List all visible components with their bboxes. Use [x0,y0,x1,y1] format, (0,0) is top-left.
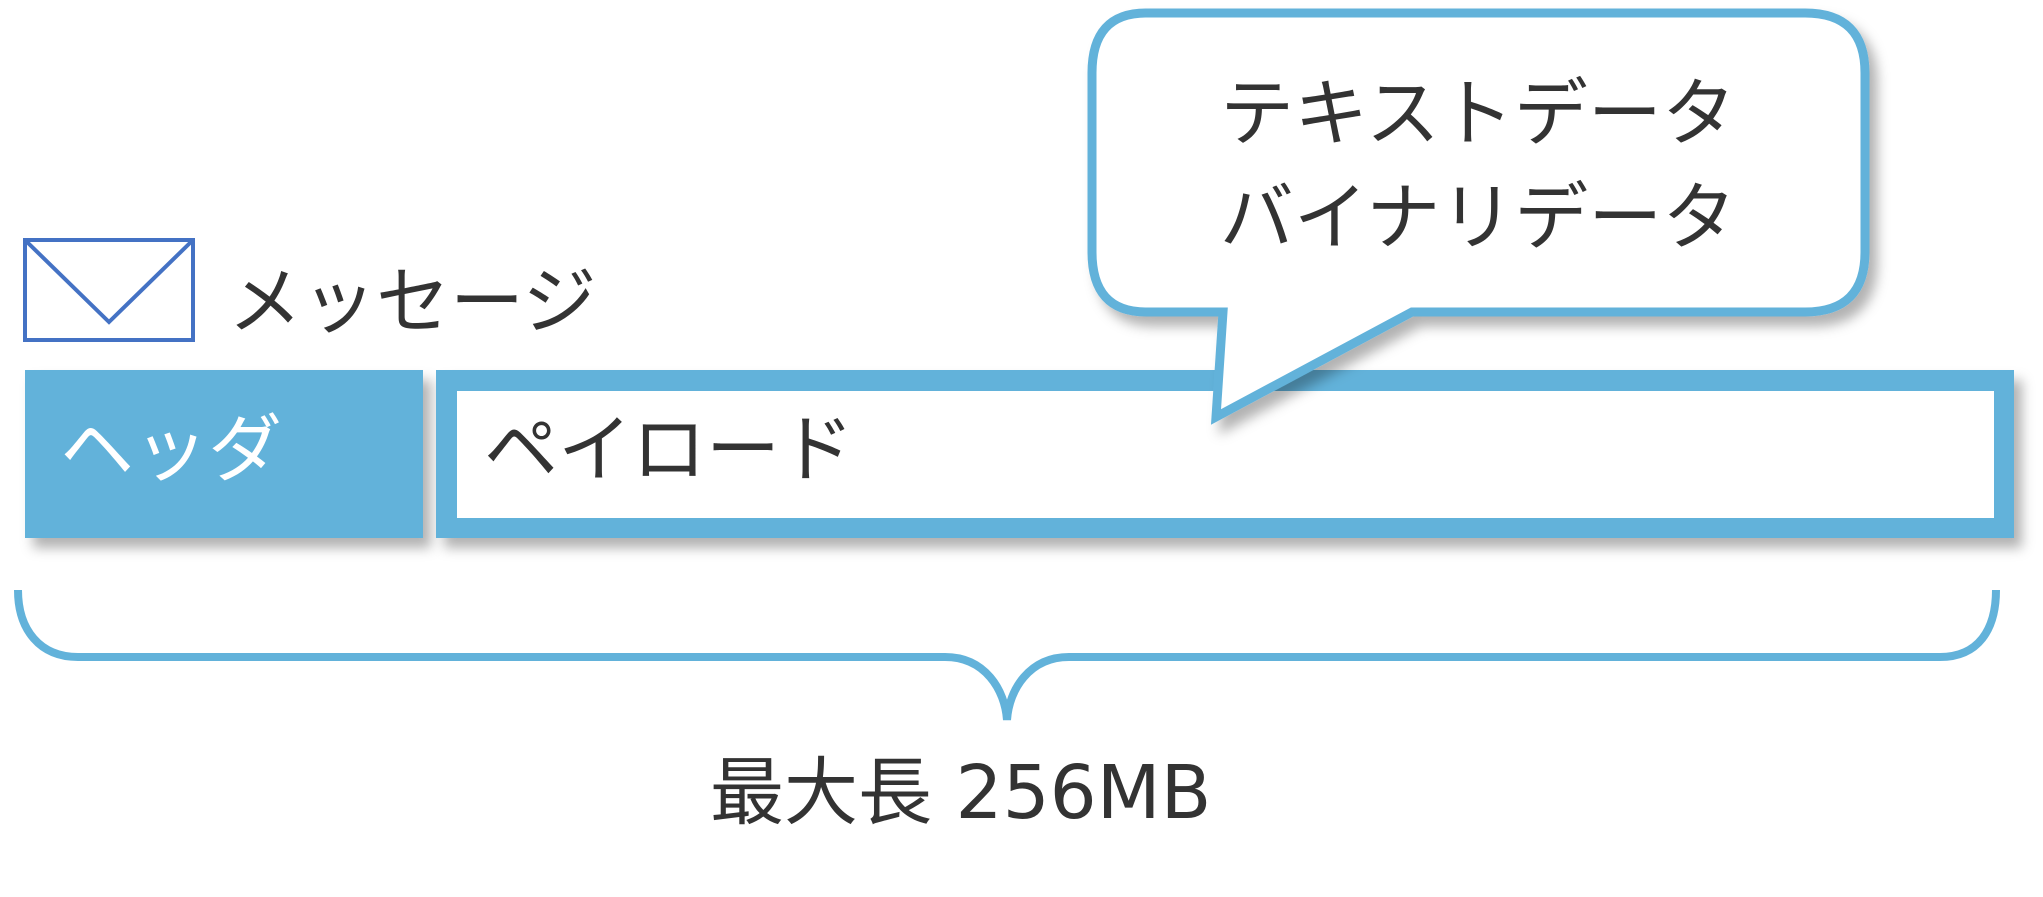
max-length-label: 最大長 256MB [710,750,1212,836]
payload-label: ペイロード [484,407,854,493]
header-block [25,370,423,538]
callout-bubble [1087,8,1870,425]
callout-line-binary-data: バイナリデータ [1219,175,1737,261]
callout-line-text-data: テキストデータ [1220,71,1736,157]
callout-text: テキストデータ バイナリデータ [1092,62,1864,270]
message-label: メッセージ [228,259,597,345]
envelope-icon [23,238,195,342]
length-brace [14,589,2000,721]
header-label: ヘッダ [60,407,282,493]
